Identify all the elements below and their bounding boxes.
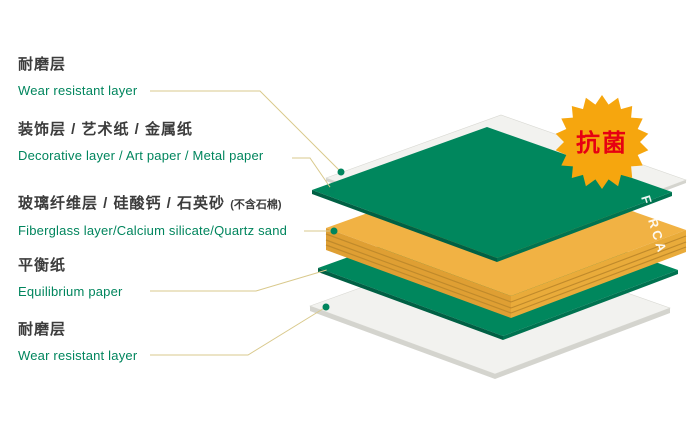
leader-line-wear-top: [150, 90, 342, 173]
callout-dots: [322, 168, 345, 311]
layer-label-wear-top: 耐磨层 Wear resistant layer: [18, 56, 137, 98]
leader-line-decorative: [292, 157, 333, 191]
antibacterial-badge: 抗菌: [555, 95, 649, 189]
layer-label-decorative-zh: 装饰层 / 艺术纸 / 金属纸: [18, 121, 194, 138]
callout-dot-equilibrium: [326, 265, 334, 273]
layer-label-wear-bottom-en: Wear resistant layer: [18, 348, 138, 363]
core-stripe: [325, 244, 512, 314]
core-stripe: [510, 241, 687, 309]
sheet-decorative-edge-left: [312, 190, 497, 262]
sheet-wear-bottom-edge-right: [495, 308, 670, 379]
layer-label-decorative: 装饰层 / 艺术纸 / 金属纸 Decorative layer / Art p…: [18, 121, 263, 163]
layer-label-fiberglass-zh-note: (不含石棉): [230, 199, 282, 211]
layer-label-fiberglass-zh: 玻璃纤维层 / 硅酸钙 / 石英砂 (不含石棉): [18, 195, 287, 214]
core-stripe: [510, 235, 687, 303]
sheet-equilibrium-edge-left: [318, 268, 503, 340]
layer-label-fiberglass: 玻璃纤维层 / 硅酸钙 / 石英砂 (不含石棉) Fiberglass laye…: [18, 195, 287, 238]
layer-label-decorative-en: Decorative layer / Art paper / Metal pap…: [18, 148, 264, 163]
callout-dot-decorative: [328, 186, 336, 194]
callout-dot-wear-top: [337, 168, 345, 176]
core-stripe: [510, 246, 687, 314]
sheet-decorative-edge-right: [497, 192, 672, 262]
sheet-wear-bottom-edge-left: [310, 306, 495, 379]
sheet-equilibrium-edge-right: [503, 270, 678, 340]
antibacterial-badge-star: [555, 95, 649, 189]
leader-line-equilibrium: [150, 268, 331, 292]
layer-label-wear-bottom-zh: 耐磨层: [18, 321, 67, 338]
core-lamination-stripes: [325, 233, 687, 314]
layer-label-wear-top-en: Wear resistant layer: [18, 83, 138, 98]
sheet-decorative: [312, 127, 672, 262]
leader-lines: [150, 90, 342, 356]
callout-dot-fiberglass: [330, 227, 338, 235]
leader-line-wear-bottom: [150, 306, 327, 356]
layer-label-wear-bottom: 耐磨层 Wear resistant layer: [18, 321, 137, 363]
core-stripe: [325, 239, 512, 309]
layer-label-fiberglass-en: Fiberglass layer/Calcium silicate/Quartz…: [18, 223, 288, 238]
antibacterial-badge-text: 抗菌: [576, 129, 628, 157]
core-stripe: [325, 233, 512, 303]
layer-label-equilibrium-zh: 平衡纸: [18, 257, 67, 274]
layer-label-fiberglass-zh-main: 玻璃纤维层 / 硅酸钙 / 石英砂: [18, 195, 226, 212]
layer-label-wear-top-zh: 耐磨层: [18, 56, 67, 73]
layer-label-equilibrium-en: Equilibrium paper: [18, 284, 123, 299]
callout-dot-wear-bottom: [322, 303, 330, 311]
sheet-decorative-face: [312, 127, 672, 258]
layer-label-equilibrium: 平衡纸 Equilibrium paper: [18, 257, 123, 299]
